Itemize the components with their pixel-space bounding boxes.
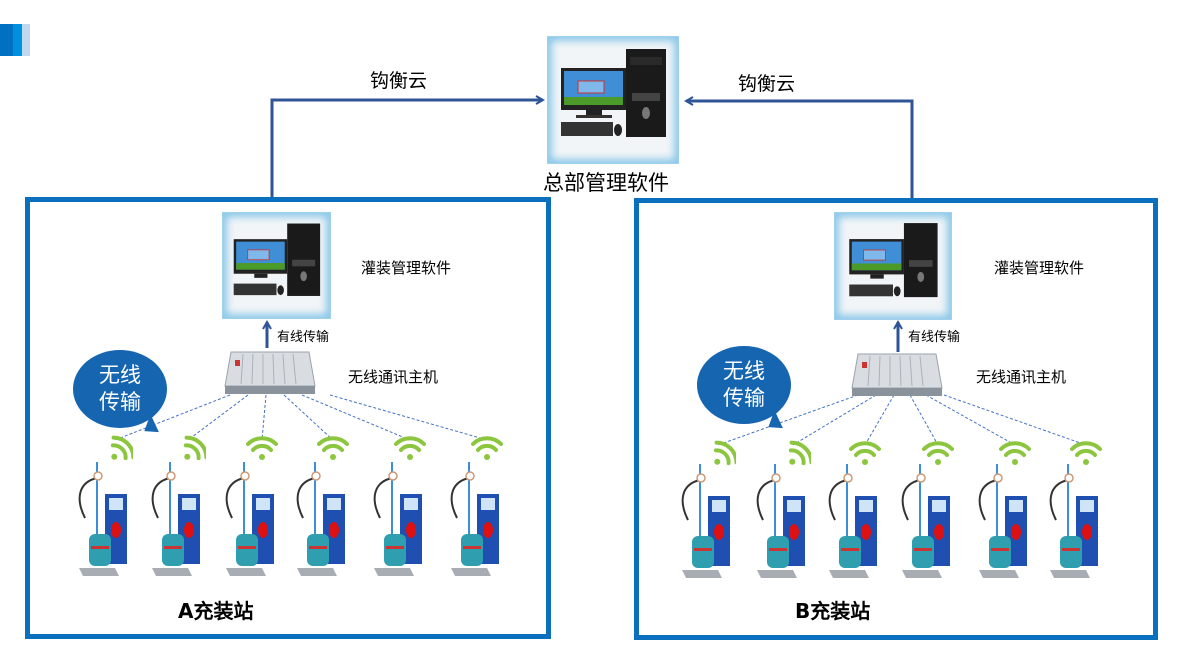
bubble-line-2: 传输: [723, 386, 765, 410]
station-b-label: B充装站: [795, 599, 871, 623]
wifi-signal-icon: [1068, 437, 1104, 467]
station-a-wired-label: 有线传输: [277, 330, 330, 345]
wireless-link-line: [283, 394, 334, 441]
lpg-filling-scale-icon: [370, 458, 426, 582]
station-b-box: [634, 198, 1158, 640]
wireless-link-line: [925, 394, 1016, 446]
lpg-filling-scale-icon: [148, 458, 204, 582]
wireless-link-line: [329, 394, 488, 441]
wireless-link-line: [187, 394, 249, 441]
bubble-line-1: 无线: [99, 363, 141, 387]
wireless-link-line: [943, 394, 1087, 446]
headquarters-computer-icon: [547, 36, 679, 164]
lpg-filling-scale-icon: [753, 460, 809, 584]
cloud-link-a-arrow: [270, 100, 543, 198]
corner-accent-mid: [13, 24, 22, 56]
cloud-link-b-arrow: [686, 101, 914, 200]
cloud-label-a: 钩衡云: [370, 70, 428, 92]
wifi-signal-icon: [920, 437, 956, 467]
cloud-label-b: 钩衡云: [738, 73, 796, 95]
lpg-filling-scale-icon: [825, 460, 881, 584]
station-b-computer-icon: [834, 212, 952, 320]
lpg-filling-scale-icon: [447, 458, 503, 582]
wifi-signal-icon: [847, 437, 883, 467]
lpg-filling-scale-icon: [222, 458, 278, 582]
wifi-signal-icon: [469, 432, 505, 462]
station-a-wireless-host-icon: [223, 346, 317, 396]
wireless-link-line: [792, 394, 877, 446]
lpg-filling-scale-icon: [1046, 460, 1102, 584]
station-a-label: A充装站: [178, 599, 254, 623]
station-a-software-label: 灌装管理软件: [361, 259, 452, 277]
lpg-filling-scale-icon: [293, 458, 349, 582]
lpg-filling-scale-icon: [898, 460, 954, 584]
lpg-filling-scale-icon: [975, 460, 1031, 584]
station-b-wireless-bubble: 无线 传输: [697, 346, 791, 424]
corner-accent-light: [22, 24, 30, 56]
wireless-link-line: [261, 394, 267, 441]
wireless-link-line: [301, 394, 411, 441]
bubble-line-2: 传输: [99, 390, 141, 414]
lpg-filling-scale-icon: [678, 460, 734, 584]
headquarters-label: 总部管理软件: [543, 171, 669, 195]
station-a-computer-icon: [222, 212, 331, 319]
wireless-link-line: [114, 394, 231, 441]
wireless-link-line: [909, 394, 939, 446]
station-a-box: [25, 197, 551, 639]
lpg-filling-scale-icon: [75, 458, 131, 582]
bubble-line-1: 无线: [723, 359, 765, 383]
wifi-signal-icon: [997, 437, 1033, 467]
station-a-wireless-bubble: 无线 传输: [73, 350, 167, 428]
wifi-signal-icon: [392, 432, 428, 462]
wifi-signal-icon: [244, 432, 280, 462]
wifi-signal-icon: [315, 432, 351, 462]
station-b-wireless-host-icon: [850, 348, 944, 398]
station-b-host-label: 无线通讯主机: [976, 368, 1067, 386]
station-b-wired-label: 有线传输: [908, 330, 961, 345]
station-b-software-label: 灌装管理软件: [994, 259, 1085, 277]
corner-accent-dark: [0, 24, 13, 56]
station-a-host-label: 无线通讯主机: [348, 368, 439, 386]
